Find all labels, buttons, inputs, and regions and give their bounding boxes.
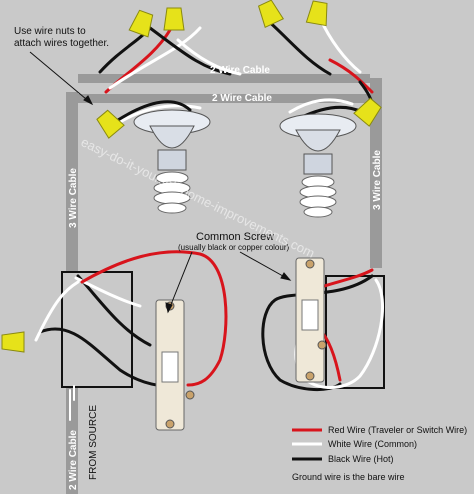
light-fixture-right	[279, 113, 357, 218]
wire-nut-icon	[128, 9, 154, 38]
wire-nut-icon	[305, 0, 328, 27]
arrow-head-icon	[83, 95, 94, 106]
screw-icon	[185, 390, 195, 400]
top-2wire-sheath-a	[78, 74, 370, 83]
annotation-arrows	[29, 51, 292, 314]
red-wire	[80, 250, 228, 387]
wire-nuts	[1, 0, 382, 353]
pointer-line	[239, 251, 291, 281]
cable-label-top-a: 2 Wire Cable	[210, 65, 270, 76]
three-way-switch-left	[155, 299, 195, 431]
white-wire	[108, 26, 202, 90]
common-screw-subtitle: (usually black or copper colour)	[178, 243, 289, 252]
common-screw-title: Common Screw	[196, 231, 274, 243]
wire-nut-icon	[353, 97, 382, 127]
light-fixture-left	[133, 109, 211, 214]
black-wire	[116, 100, 192, 122]
black-wire	[263, 16, 332, 76]
black-wire	[76, 274, 152, 347]
legend: Red Wire (Traveler or Switch Wire) White…	[292, 425, 467, 482]
black-wire	[38, 327, 167, 388]
screw-icon	[165, 419, 175, 429]
right-switch-box	[325, 275, 385, 389]
cfl-bulb-icon	[299, 175, 337, 218]
white-wire	[74, 276, 142, 308]
from-source-label: FROM SOURCE	[88, 405, 99, 480]
top-2wire-sheath-b	[78, 94, 370, 103]
legend-white-label: White Wire (Common)	[328, 439, 417, 449]
legend-ground-note: Ground wire is the bare wire	[292, 472, 405, 482]
cfl-bulb-icon	[153, 171, 191, 214]
wire-nut-icon	[257, 0, 285, 28]
arrow-head-icon	[165, 302, 173, 314]
cable-label-top-b: 2 Wire Cable	[212, 93, 272, 104]
three-way-switch-right	[295, 257, 327, 383]
legend-red-label: Red Wire (Traveler or Switch Wire)	[328, 425, 467, 435]
screw-icon	[305, 371, 315, 381]
cable-label-right: 3 Wire Cable	[372, 150, 383, 210]
white-wire	[34, 280, 80, 342]
right-3wire-sheath	[370, 78, 382, 268]
pointer-line	[29, 51, 93, 105]
black-wire	[148, 26, 232, 76]
red-wire	[328, 58, 374, 94]
wire-nut-icon	[163, 7, 185, 31]
wire-nut-icon	[1, 331, 25, 353]
cable-label-left: 3 Wire Cable	[68, 168, 79, 228]
screw-icon	[305, 259, 315, 269]
wire-nuts-note-line2: attach wires together.	[14, 38, 109, 49]
legend-black-label: Black Wire (Hot)	[328, 454, 394, 464]
white-wire	[176, 38, 242, 76]
left-3wire-sheath	[66, 92, 78, 272]
arrow-head-icon	[280, 272, 292, 281]
white-wire	[69, 385, 75, 421]
pointer-line	[167, 251, 193, 313]
white-wire	[288, 98, 354, 114]
wire-nuts-note-line1: Use wire nuts to	[14, 26, 86, 37]
screw-icon	[317, 340, 327, 350]
cable-label-source: 2 Wire Cable	[68, 430, 79, 490]
wire-nut-icon	[96, 109, 125, 139]
